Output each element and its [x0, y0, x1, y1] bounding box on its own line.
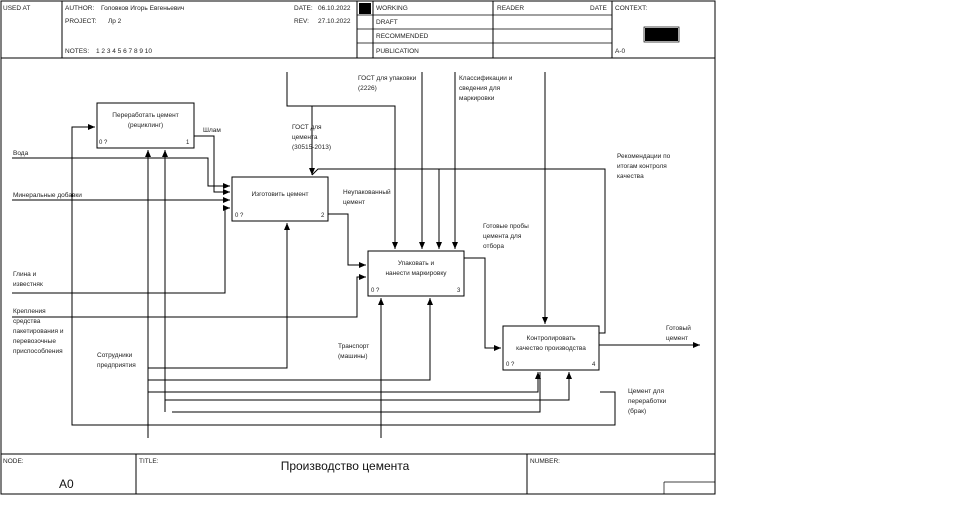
node-value: A0: [59, 477, 74, 491]
notes-label: NOTES:: [65, 48, 89, 55]
project-label: PROJECT:: [65, 18, 97, 25]
label-gost-cement-2: цемента: [292, 134, 318, 141]
arrow-glina[interactable]: [12, 205, 230, 294]
label-voda: Вода: [13, 150, 29, 157]
date-value: 06.10.2022: [318, 5, 351, 12]
context-thumbnail: [645, 28, 678, 41]
date-label: DATE:: [294, 5, 313, 12]
arrow-voda[interactable]: [12, 157, 230, 189]
page-title: Производство цемента: [281, 459, 410, 473]
diagram-frame: [0, 58, 716, 454]
node-label: NODE:: [3, 458, 24, 465]
label-glina-2: известняк: [13, 281, 43, 288]
arrow-recycle-feedback[interactable]: [71, 124, 616, 426]
arrow-gotovye-proby[interactable]: [464, 257, 501, 351]
label-krep-5: приспособления: [13, 347, 63, 355]
arrow-mech-box3[interactable]: [148, 298, 433, 381]
label-neup-1: Неупакованный: [343, 188, 391, 196]
label-gotprob-1: Готовые пробы: [483, 222, 529, 230]
arrow-krepleniya[interactable]: [12, 274, 366, 318]
label-glina-1: Глина и: [13, 271, 37, 278]
box-4-title-line2: качество производства: [516, 345, 586, 352]
label-gost-upak-1: ГОСТ для упаковки: [358, 75, 417, 82]
arrow-shlam[interactable]: [194, 135, 230, 195]
arrow-mech-box4-left[interactable]: [148, 372, 541, 393]
box-1-number: 1: [186, 140, 190, 146]
box-1-title-line2: (рециклинг): [128, 122, 163, 129]
arrow-neupakovanny[interactable]: [328, 213, 366, 268]
author-value: Головков Игорь Евгеньевич: [101, 5, 184, 12]
box-1-code: 0 ?: [99, 140, 108, 146]
label-transp-2: (машины): [338, 353, 368, 360]
activity-box-2[interactable]: Изготовить цемент 0 ? 2: [231, 176, 329, 222]
label-rekom-2: итогам контроля: [617, 163, 667, 170]
reader-date-label: DATE: [590, 5, 608, 12]
label-krep-4: перевозочные: [13, 338, 56, 345]
status-working: WORKING: [376, 5, 408, 12]
label-gost-cement-1: ГОСТ для: [292, 124, 322, 131]
box-3-code: 0 ?: [371, 288, 380, 294]
activity-box-4[interactable]: Контролировать качество производства 0 ?…: [502, 325, 600, 371]
title-label: TITLE:: [139, 458, 159, 465]
box-2-title: Изготовить цемент: [251, 191, 308, 198]
label-pererab-3: (брак): [628, 407, 646, 415]
box-3-number: 3: [457, 288, 461, 294]
label-krep-1: Крепления: [13, 308, 46, 315]
label-klass-1: Классификации и: [459, 75, 513, 82]
label-transp-1: Транспорт: [338, 343, 369, 350]
label-gotprob-2: цемента для: [483, 233, 522, 240]
status-publication: PUBLICATION: [376, 48, 419, 55]
label-klass-2: сведения для: [459, 85, 501, 92]
label-krep-2: средства: [13, 318, 41, 325]
box-4-number: 4: [592, 362, 596, 368]
number-label: NUMBER:: [530, 458, 560, 465]
project-value: Лр 2: [108, 18, 122, 25]
arrow-mech-box2[interactable]: [148, 223, 290, 369]
activity-box-3[interactable]: Упаковать и нанести маркировку 0 ? 3: [367, 250, 465, 297]
box-2-code: 0 ?: [235, 213, 244, 219]
box-1-title-line1: Переработать цемент: [112, 111, 178, 119]
notes-value: 1 2 3 4 5 6 7 8 9 10: [96, 48, 152, 55]
box-3-title-line2: нанести маркировку: [385, 270, 447, 277]
used-at-label: USED AT: [3, 5, 30, 12]
box-3-title-line1: Упаковать и: [398, 260, 435, 267]
arrow-mech-box4-right[interactable]: [165, 372, 572, 401]
working-status-marker: [359, 3, 371, 14]
arrow-mech-box4-loop[interactable]: [172, 372, 541, 413]
arrow-gost-upakovka[interactable]: [287, 72, 425, 249]
label-krep-3: пакетирования и: [13, 328, 64, 335]
label-rekom-1: Рекомендации по: [617, 153, 671, 160]
label-rekom-3: качества: [617, 173, 644, 180]
status-draft: DRAFT: [376, 19, 398, 26]
label-pererab-2: переработки: [628, 397, 667, 405]
box-4-code: 0 ?: [506, 362, 515, 368]
label-gost-cement-3: (30515-2013): [292, 144, 331, 151]
label-mineral: Минеральные добавки: [13, 191, 82, 199]
context-label: CONTEXT:: [615, 5, 647, 12]
activity-box-1[interactable]: Переработать цемент (рециклинг) 0 ? 1: [96, 102, 195, 149]
context-node: A-0: [615, 48, 626, 55]
label-shlam: Шлам: [203, 127, 221, 134]
label-sotr-1: Сотрудники: [97, 352, 133, 359]
label-sotr-2: предприятия: [97, 362, 136, 369]
label-gotprob-3: отбора: [483, 242, 504, 250]
label-neup-2: цемент: [343, 199, 365, 206]
reader-label: READER: [497, 5, 524, 12]
rev-value: 27.10.2022: [318, 18, 351, 25]
box-2-number: 2: [321, 213, 325, 219]
author-label: AUTHOR:: [65, 5, 94, 12]
status-recommended: RECOMMENDED: [376, 33, 429, 40]
label-gotcem-1: Готовый: [666, 324, 691, 332]
label-klass-3: маркировки: [459, 95, 495, 102]
label-gost-upak-2: (2226): [358, 85, 377, 92]
rev-label: REV:: [294, 18, 309, 25]
header-frame: [0, 0, 716, 59]
arrow-recommendations[interactable]: [311, 168, 606, 334]
label-pererab-1: Цемент для: [628, 388, 664, 395]
label-gotcem-2: цемент: [666, 335, 688, 342]
footer-frame: [0, 453, 716, 495]
box-4-title-line1: Контролировать: [527, 335, 577, 342]
